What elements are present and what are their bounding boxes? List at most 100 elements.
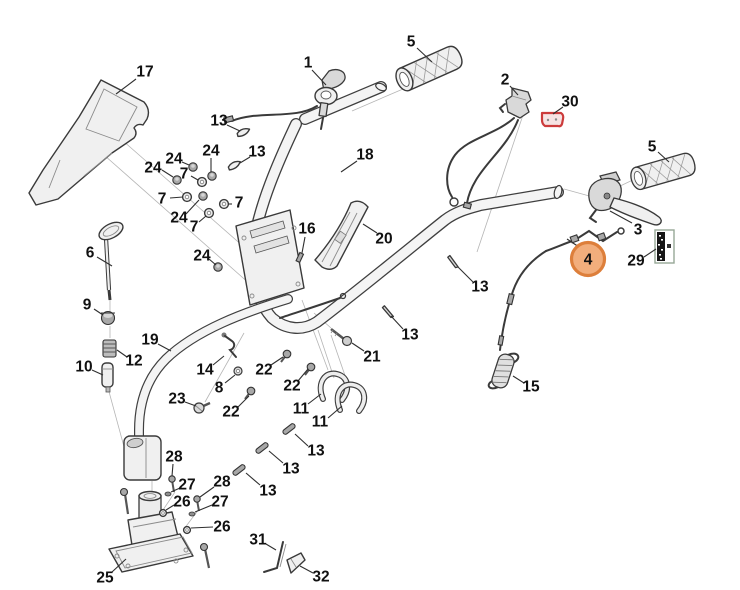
leader-line-26: [165, 504, 175, 511]
leader-line-21: [351, 342, 365, 352]
part-17-handle-cover: [28, 79, 150, 206]
callout-9[interactable]: 9: [83, 297, 92, 314]
callout-26[interactable]: 26: [213, 519, 231, 536]
callout-23[interactable]: 23: [168, 391, 186, 408]
callout-17[interactable]: 17: [136, 64, 153, 81]
part-5-grip-top: [395, 45, 463, 92]
callout-24[interactable]: 24: [170, 210, 188, 227]
part-14-bracket: [221, 332, 237, 358]
callout-13[interactable]: 13: [471, 279, 489, 296]
callout-13[interactable]: 13: [401, 327, 419, 344]
callout-13[interactable]: 13: [282, 461, 300, 478]
callout-13[interactable]: 13: [210, 113, 228, 130]
alignment-lines: [103, 88, 642, 530]
leader-line-27: [170, 487, 181, 493]
part-7-washers: [181, 176, 230, 219]
callout-10[interactable]: 10: [75, 359, 92, 376]
part-25-base-mount: [108, 487, 211, 573]
cable-end-ferrule: [222, 115, 235, 124]
part-21-bolt: [330, 327, 353, 347]
part-11-u-bolts: [317, 370, 368, 414]
leader-line-13: [226, 124, 241, 132]
part-9-nut: [100, 310, 116, 326]
callout-7[interactable]: 7: [158, 191, 167, 208]
leader-line-13: [457, 266, 474, 283]
part-6-rod: [98, 221, 124, 301]
callout-31[interactable]: 31: [249, 532, 267, 549]
callout-27[interactable]: 27: [211, 494, 228, 511]
leader-line-26: [190, 526, 214, 529]
part-20-cover: [314, 200, 369, 270]
callout-13[interactable]: 13: [259, 483, 277, 500]
callout-19[interactable]: 19: [141, 332, 159, 349]
part-10-pin: [101, 362, 114, 393]
callout-32[interactable]: 32: [312, 569, 329, 586]
callout-7[interactable]: 7: [190, 219, 199, 236]
callout-11[interactable]: 11: [293, 401, 310, 418]
callout-6[interactable]: 6: [86, 245, 95, 262]
callout-29[interactable]: 29: [627, 253, 645, 270]
leader-line-1: [311, 69, 327, 86]
leader-line-7: [169, 196, 184, 199]
callout-5[interactable]: 5: [407, 34, 416, 51]
part-8-washer: [233, 366, 243, 376]
leader-line-16: [301, 236, 306, 254]
callout-24[interactable]: 24: [165, 151, 183, 168]
part-2-switch: [446, 87, 532, 210]
callout-5[interactable]: 5: [648, 139, 657, 156]
callout-15[interactable]: 15: [522, 379, 540, 396]
part-18-handlebar-frame: [246, 81, 564, 334]
leader-line-7: [198, 215, 207, 223]
callout-22[interactable]: 22: [255, 362, 272, 379]
callout-3[interactable]: 3: [634, 222, 643, 239]
part-32-blade: [286, 552, 306, 574]
leader-line-22: [237, 395, 250, 408]
part-16-pin: [295, 251, 305, 264]
callout-7[interactable]: 7: [180, 166, 189, 183]
leader-line-20: [362, 223, 378, 234]
callout-13[interactable]: 13: [248, 144, 266, 161]
callout-30[interactable]: 30: [561, 94, 578, 111]
part-22-screws: [244, 349, 316, 400]
callout-4[interactable]: 4: [584, 252, 593, 269]
callout-24[interactable]: 24: [202, 143, 220, 160]
callout-16[interactable]: 16: [298, 221, 316, 238]
leader-line-13: [268, 450, 284, 464]
callout-27[interactable]: 27: [178, 477, 195, 494]
callout-11[interactable]: 11: [312, 414, 329, 431]
leader-line-22: [297, 368, 309, 382]
part-19-lower-handlebar: [123, 294, 293, 481]
leader-line-6: [96, 256, 113, 267]
callout-24[interactable]: 24: [144, 160, 162, 177]
leader-line-12: [116, 349, 128, 358]
leader-line-24: [181, 161, 190, 166]
callout-24[interactable]: 24: [193, 248, 211, 265]
callout-13[interactable]: 13: [307, 443, 325, 460]
callout-22[interactable]: 22: [283, 378, 300, 395]
callout-8[interactable]: 8: [215, 380, 224, 397]
callout-1[interactable]: 1: [304, 55, 313, 72]
callout-26[interactable]: 26: [173, 494, 191, 511]
callout-14[interactable]: 14: [196, 362, 214, 379]
leader-line-17: [115, 78, 137, 95]
leader-line-19: [157, 343, 172, 352]
part-26-washers: [158, 508, 192, 535]
part-27-pins: [164, 491, 196, 517]
callout-2[interactable]: 2: [501, 72, 510, 89]
callout-21[interactable]: 21: [363, 349, 381, 366]
callout-12[interactable]: 12: [125, 353, 142, 370]
part-4-cable: [497, 227, 625, 351]
callout-18[interactable]: 18: [356, 147, 374, 164]
leader-line-30: [552, 106, 564, 115]
callout-28[interactable]: 28: [213, 474, 231, 491]
callout-25[interactable]: 25: [96, 570, 114, 587]
callout-20[interactable]: 20: [375, 231, 392, 248]
leader-line-24: [208, 258, 217, 266]
callout-7[interactable]: 7: [235, 195, 244, 212]
callout-22[interactable]: 22: [222, 404, 239, 421]
leader-line-24: [161, 169, 174, 178]
callout-28[interactable]: 28: [165, 449, 183, 466]
